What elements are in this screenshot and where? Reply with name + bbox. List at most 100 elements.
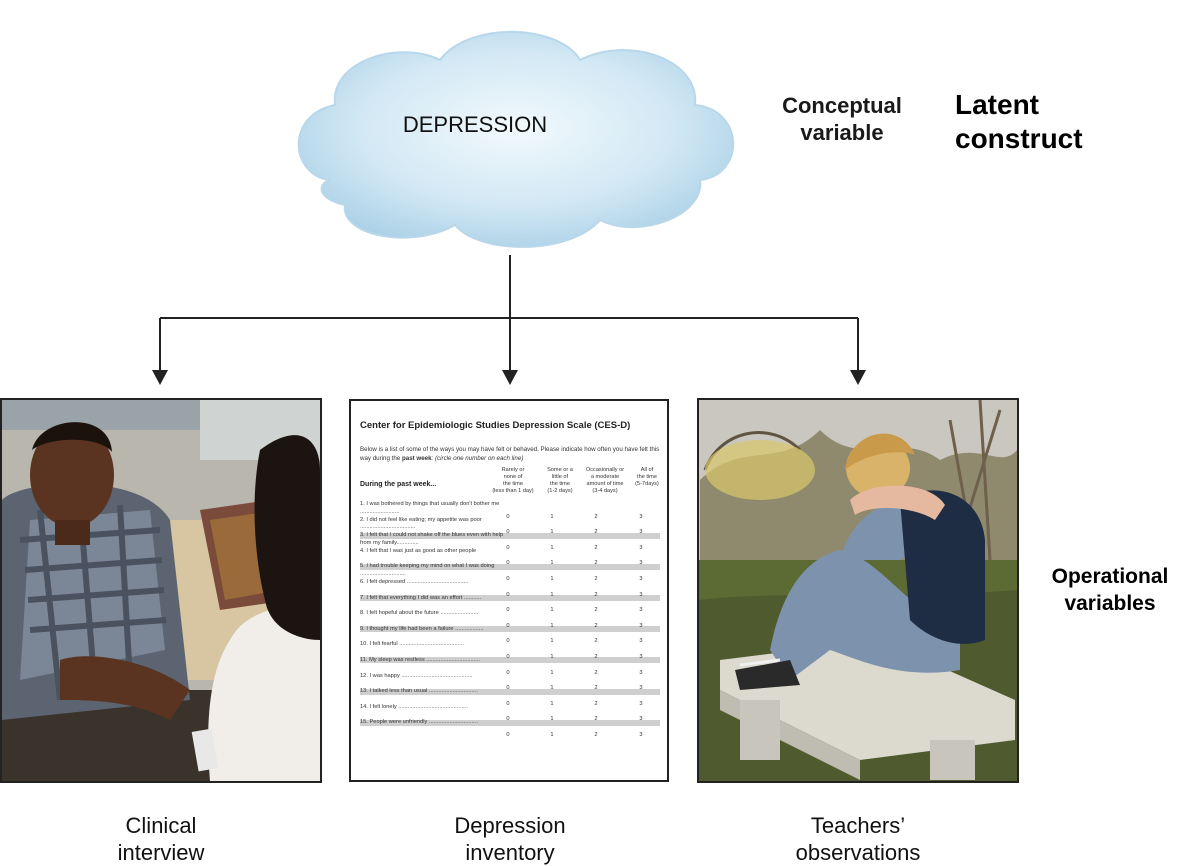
form-item-value: 3	[639, 591, 643, 598]
form-item-value: 3	[639, 638, 643, 645]
form-item-value: 1	[550, 653, 554, 660]
form-item-value: 1	[550, 669, 554, 676]
form-item-value: 2	[594, 529, 598, 536]
form-item-value: 1	[550, 607, 554, 614]
form-item-text: 8. I felt hopeful about the future .....…	[360, 610, 479, 617]
form-item-row: 8. I felt hopeful about the future .....…	[360, 610, 660, 630]
col-line: (3-4 days)	[592, 488, 618, 494]
form-item-value: 0	[506, 731, 510, 738]
form-item-value: 2	[594, 544, 598, 551]
caption-line: Clinical	[125, 813, 197, 838]
form-item-value: 1	[550, 622, 554, 629]
form-item-value: 2	[594, 560, 598, 567]
col-line: the time	[550, 481, 570, 487]
form-row-shade	[360, 563, 660, 570]
caption-line: inventory	[465, 840, 555, 865]
form-item-text: 15. People were unfriendly .............…	[360, 719, 478, 726]
caption-line: observations	[795, 840, 921, 865]
form-item-value: 1	[550, 716, 554, 723]
form-item-value: 3	[639, 607, 643, 614]
cloud-label-depression: DEPRESSION	[402, 112, 548, 137]
form-item-value: 0	[506, 591, 510, 598]
form-item-value: 3	[639, 653, 643, 660]
col-line: a moderate	[590, 474, 620, 480]
form-item-value: 2	[594, 731, 598, 738]
form-row-shade	[360, 595, 660, 601]
form-item-text: 7. I felt that everything I did was an e…	[360, 594, 482, 601]
form-row-shade	[360, 719, 660, 726]
form-item-text: 4. I felt that I was just as good as oth…	[360, 547, 477, 554]
form-item-text: 6. I felt depressed ....................…	[360, 579, 469, 585]
form-item-text: 5. I had trouble keeping my mind on what…	[360, 563, 495, 577]
form-item-value: 2	[594, 653, 598, 660]
col-line: the time	[637, 474, 657, 480]
form-item-row: 9. I thought my life had been a failure …	[360, 626, 660, 646]
form-item-row: 7. I felt that everything I did was an e…	[360, 595, 660, 615]
col-line: Rarely or	[501, 467, 525, 473]
form-item-value: 3	[639, 716, 643, 723]
form-item-value: 2	[594, 700, 598, 707]
form-item-value: 1	[550, 591, 554, 598]
form-item-row: 10. I felt fearful .....................…	[360, 641, 660, 661]
col-line: All of	[640, 467, 654, 473]
clinical-interview-photo	[0, 398, 322, 783]
form-item-text: 10. I felt fearful .....................…	[360, 641, 464, 648]
form-item-row: 13. I talked less than usual ...........…	[360, 688, 660, 708]
form-item-text: 14. I felt lonely ......................…	[360, 703, 468, 710]
arrow-left-head	[152, 370, 168, 385]
form-item-value: 0	[506, 560, 510, 567]
form-item-value: 3	[639, 513, 643, 520]
form-item-value: 0	[506, 653, 510, 660]
form-item-value: 3	[639, 622, 643, 629]
conceptual-line-2: variable	[800, 120, 884, 145]
form-item-value: 3	[639, 529, 643, 536]
form-item-text: 2. I did not feel like eating; my appeti…	[360, 516, 482, 531]
conceptual-line-1: Conceptual	[782, 93, 902, 118]
form-item-value: 3	[639, 560, 643, 567]
form-item-value: 1	[550, 700, 554, 707]
col-line: Some or a	[547, 467, 573, 473]
form-intro-b: past week	[401, 454, 432, 462]
form-item-row: 11. My sleep was restless ..............…	[360, 657, 660, 677]
form-item-value: 1	[550, 513, 554, 520]
operational-line-1: Operational	[1051, 565, 1169, 588]
form-item-row: 6. I felt depressed ....................…	[360, 579, 660, 599]
latent-line-1: Latent	[955, 89, 1039, 120]
form-item-row: 1. I was bothered by things that usually…	[360, 501, 660, 521]
form-item-text: 9. I thought my life had been a failure …	[360, 625, 484, 632]
form-item-value: 2	[594, 513, 598, 520]
form-item-value: 2	[594, 685, 598, 692]
latent-line-2: construct	[955, 123, 1083, 154]
form-row-shade	[360, 532, 660, 539]
connector-lines	[159, 255, 859, 372]
col-line: the time	[503, 481, 523, 487]
form-row-shade	[360, 688, 660, 695]
form-item-value: 3	[639, 575, 643, 582]
form-item-value: 1	[550, 685, 554, 692]
form-item-value: 0	[506, 575, 510, 582]
form-item-value: 1	[550, 638, 554, 645]
form-item-row: 12. I was happy ........................…	[360, 673, 660, 693]
form-item-value: 0	[506, 607, 510, 614]
form-item-value: 0	[506, 638, 510, 645]
depression-inventory-form: Center for Epidemiologic Studies Depress…	[349, 399, 669, 782]
col-line: Occasionally or	[585, 467, 625, 473]
form-item-value: 0	[506, 716, 510, 723]
form-item-text: 1. I was bothered by things that usually…	[360, 501, 500, 515]
conceptual-variable-label: Conceptual variable	[762, 92, 922, 146]
form-item-value: 3	[639, 685, 643, 692]
form-item-value: 3	[639, 544, 643, 551]
latent-construct-label: Latent construct	[955, 88, 1083, 156]
form-item-text: 11. My sleep was restless ..............…	[360, 657, 480, 663]
form-item-text: 3. I felt that I could not shake off the…	[360, 532, 504, 546]
form-item-row: 2. I did not feel like eating; my appeti…	[360, 517, 660, 537]
caption-depression-inventory: Depression inventory	[410, 812, 610, 866]
form-column-header: Some or a little of the time (1-2 days)	[540, 467, 580, 495]
teachers-observations-photo	[697, 398, 1019, 783]
form-item-value: 2	[594, 669, 598, 676]
col-line: little of	[551, 474, 569, 480]
operational-variables-label: Operational variables	[1030, 563, 1177, 617]
form-intro-a: Below is a list of some of the ways you …	[360, 446, 660, 462]
form-column-header: All of the time (5-7days)	[632, 467, 662, 488]
form-item-text: 13. I talked less than usual ...........…	[360, 688, 478, 695]
